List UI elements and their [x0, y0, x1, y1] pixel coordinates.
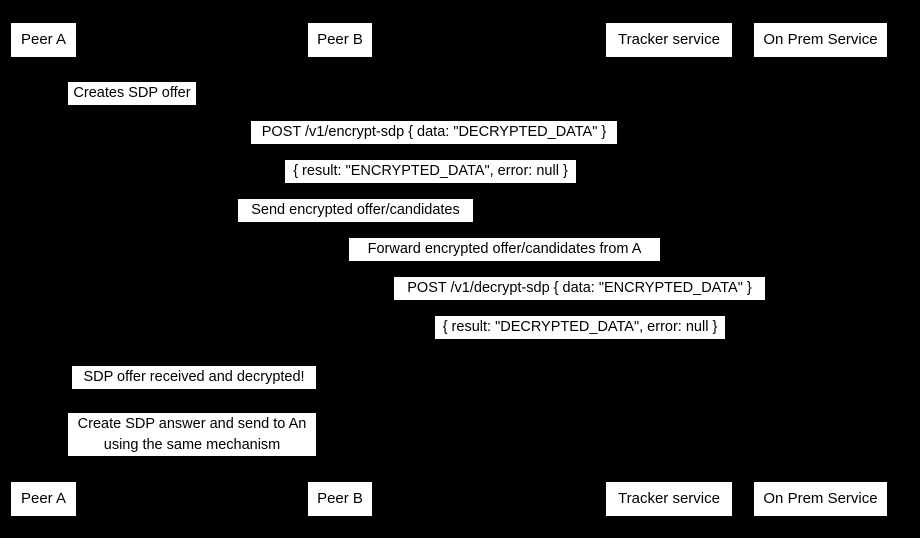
note-create-sdp-answer[interactable]: Create SDP answer and send to An using t… — [68, 413, 316, 456]
message-forward-encrypted-offer[interactable]: Forward encrypted offer/candidates from … — [349, 238, 660, 261]
participant-label: Peer A — [20, 31, 67, 48]
participant-label: Peer B — [317, 31, 363, 48]
lifeline-on-prem-service — [820, 58, 821, 478]
lifeline-peer-a — [43, 58, 44, 478]
note-line-2: using the same mechanism — [103, 437, 281, 453]
participant-label: On Prem Service — [763, 31, 878, 48]
message-encrypt-sdp-result[interactable]: { result: "ENCRYPTED_DATA", error: null … — [285, 160, 576, 183]
participant-label: Peer A — [20, 490, 67, 507]
message-sdp-offer-received[interactable]: SDP offer received and decrypted! — [72, 366, 316, 389]
participant-peer-a-bottom[interactable]: Peer A — [10, 481, 77, 517]
participant-peer-a-top[interactable]: Peer A — [10, 22, 77, 58]
participant-on-prem-service-top[interactable]: On Prem Service — [753, 22, 888, 58]
message-send-encrypted-offer[interactable]: Send encrypted offer/candidates — [238, 199, 473, 222]
message-creates-sdp-offer[interactable]: Creates SDP offer — [68, 82, 196, 105]
participant-tracker-service-bottom[interactable]: Tracker service — [605, 481, 733, 517]
message-post-decrypt-sdp[interactable]: POST /v1/decrypt-sdp { data: "ENCRYPTED_… — [394, 277, 765, 300]
participant-peer-b-top[interactable]: Peer B — [307, 22, 373, 58]
lifeline-peer-b — [340, 58, 341, 478]
participant-label: Tracker service — [618, 31, 720, 48]
participant-peer-b-bottom[interactable]: Peer B — [307, 481, 373, 517]
lifeline-tracker-service — [669, 58, 670, 478]
message-decrypt-sdp-result[interactable]: { result: "DECRYPTED_DATA", error: null … — [435, 316, 725, 339]
note-line-1: Create SDP answer and send to An — [77, 416, 307, 432]
participant-label: On Prem Service — [763, 490, 878, 507]
message-post-encrypt-sdp[interactable]: POST /v1/encrypt-sdp { data: "DECRYPTED_… — [251, 121, 617, 144]
participant-label: Tracker service — [618, 490, 720, 507]
participant-on-prem-service-bottom[interactable]: On Prem Service — [753, 481, 888, 517]
participant-tracker-service-top[interactable]: Tracker service — [605, 22, 733, 58]
participant-label: Peer B — [317, 490, 363, 507]
